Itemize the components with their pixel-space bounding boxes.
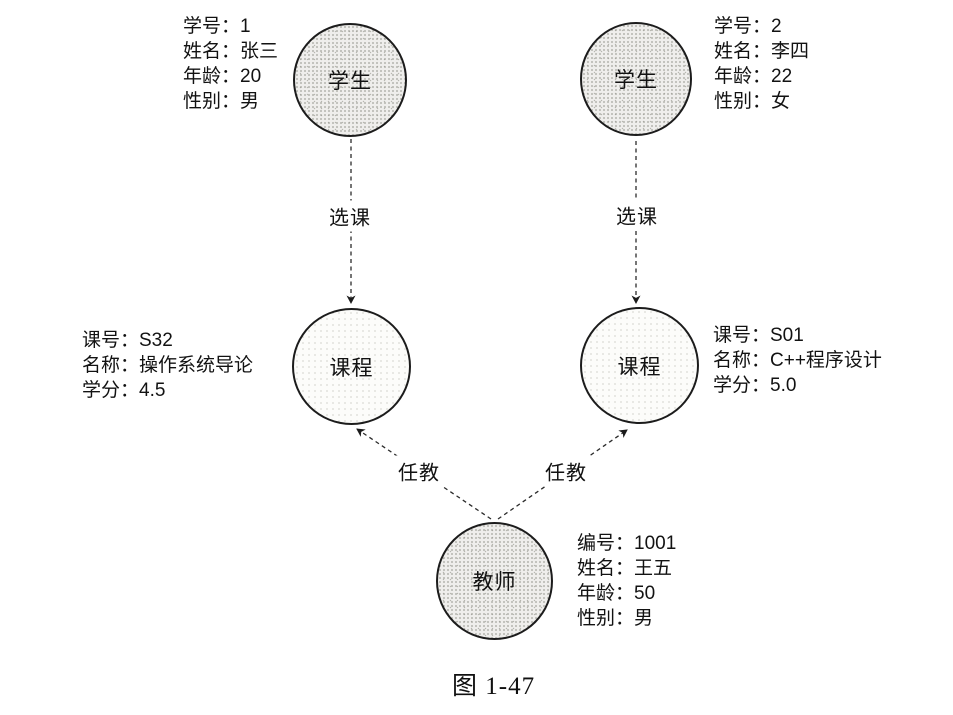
node-teacher: 教师 <box>436 522 553 640</box>
attrs-teacher: 编号：1001 姓名：王五 年龄：50 性别：男 <box>577 531 676 631</box>
node-course-2: 课程 <box>580 307 699 424</box>
node-student-1-label: 学生 <box>328 70 372 93</box>
attr-line: 名称：C++程序设计 <box>713 350 882 371</box>
attr-line: 编号：1001 <box>577 533 677 554</box>
node-student-1: 学生 <box>293 23 407 137</box>
node-course-1: 课程 <box>292 308 411 425</box>
node-course-2-label: 课程 <box>617 355 662 379</box>
edge-label-teach-1: 任教 <box>395 455 443 487</box>
edge-label-teach-2: 任教 <box>542 455 590 487</box>
attr-line: 性别：男 <box>183 91 260 112</box>
node-course-1-label: 课程 <box>329 356 374 380</box>
attr-line: 课号：S01 <box>713 325 804 346</box>
attrs-student-2: 学号：2 姓名：李四 年龄：22 性别：女 <box>714 14 809 114</box>
attr-line: 性别：女 <box>714 91 791 112</box>
node-teacher-label: 教师 <box>472 571 517 594</box>
attr-line: 学分：4.5 <box>82 380 166 401</box>
attr-line: 年龄：20 <box>183 66 262 87</box>
attr-line: 学分：5.0 <box>713 375 797 396</box>
attr-line: 性别：男 <box>577 608 654 629</box>
edge-label-enroll-2: 选课 <box>613 199 661 231</box>
attrs-course-1: 课号：S32 名称：操作系统导论 学分：4.5 <box>82 328 253 403</box>
node-student-2-label: 学生 <box>614 69 658 92</box>
attr-line: 年龄：50 <box>577 583 656 604</box>
attrs-course-2: 课号：S01 名称：C++程序设计 学分：5.0 <box>713 323 882 398</box>
attr-line: 年龄：22 <box>714 66 793 87</box>
attr-line: 课号：S32 <box>82 330 173 351</box>
attr-line: 姓名：王五 <box>577 558 673 579</box>
attr-line: 名称：操作系统导论 <box>82 355 254 376</box>
attrs-student-1: 学号：1 姓名：张三 年龄：20 性别：男 <box>183 14 278 114</box>
attr-line: 学号：1 <box>183 16 251 37</box>
attr-line: 姓名：张三 <box>183 41 279 62</box>
attr-line: 学号：2 <box>714 16 782 37</box>
figure-caption: 图 1-47 <box>452 673 536 700</box>
edge-label-enroll-1: 选课 <box>326 200 374 232</box>
attr-line: 姓名：李四 <box>714 41 810 62</box>
node-student-2: 学生 <box>580 22 692 136</box>
